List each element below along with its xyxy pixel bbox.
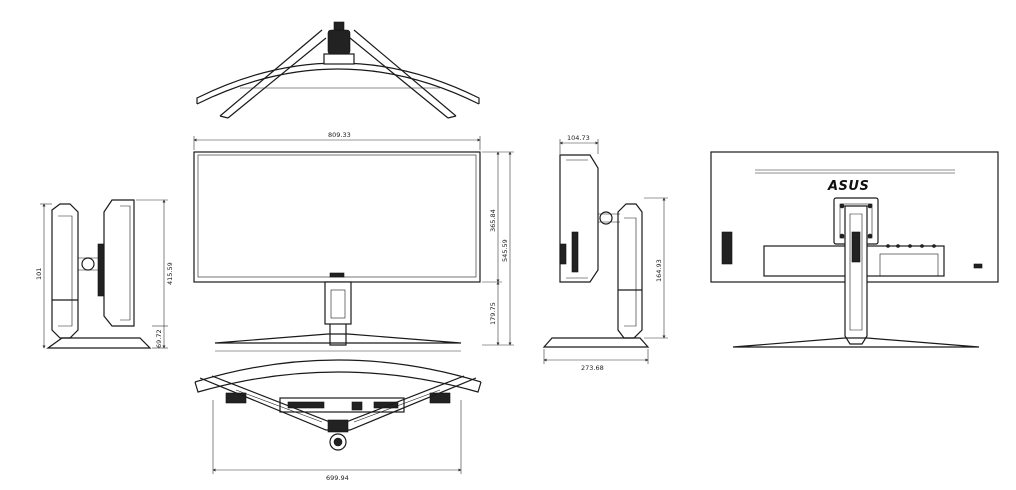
- dim-left-base: 69.72: [155, 329, 163, 348]
- top-view: [196, 21, 480, 119]
- dim-left-short: 101: [35, 268, 43, 280]
- dim-total-height: 545.59: [501, 239, 509, 262]
- right-side-view: [542, 139, 668, 364]
- dim-bottom-width: 699.94: [326, 474, 349, 482]
- svg-text:ASUS: ASUS: [827, 179, 869, 194]
- bottom-view: [194, 359, 482, 474]
- dim-left-total: 415.59: [166, 262, 174, 285]
- dim-base-depth: 273.68: [581, 364, 604, 372]
- left-side-view: [40, 199, 168, 349]
- dim-front-width: 809.33: [328, 131, 351, 139]
- dim-panel-height: 365.84: [489, 209, 497, 232]
- asus-logo: ASUS: [826, 179, 884, 194]
- dim-side-depth-top: 104.73: [567, 134, 590, 142]
- dim-stand-height: 179.75: [489, 302, 497, 325]
- dim-side-height-right: 164.93: [655, 259, 663, 282]
- front-view: [193, 136, 514, 352]
- rear-view: [710, 151, 999, 348]
